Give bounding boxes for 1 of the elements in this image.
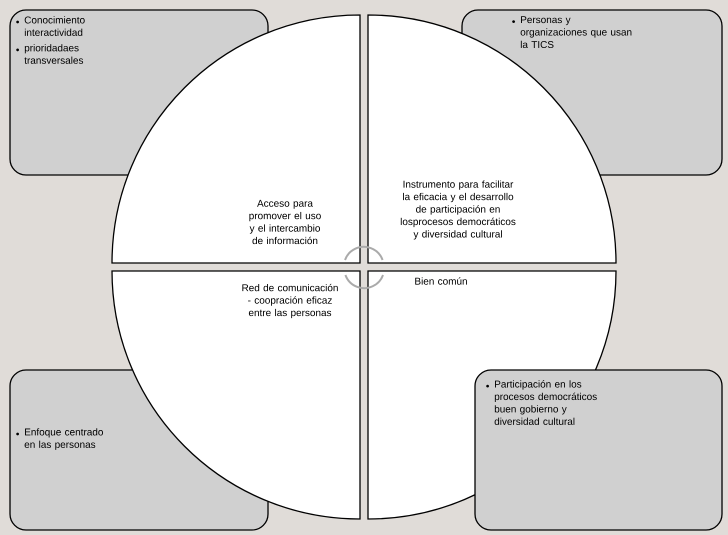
rounded-box: Participación en los procesos democráticos buen gobierno y diversidad cultural [474, 369, 723, 531]
